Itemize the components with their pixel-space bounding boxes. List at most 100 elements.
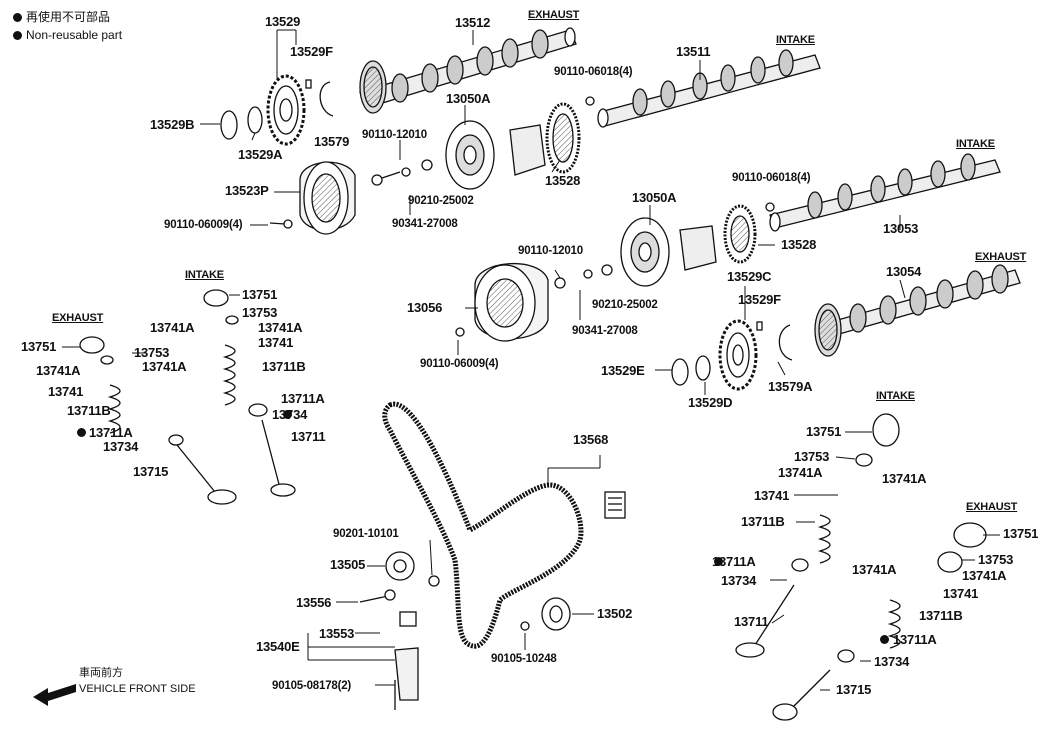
sprocket-13529C: [718, 319, 758, 391]
valve-assembly-left-intake: [203, 289, 296, 497]
part-label: 13528: [545, 173, 581, 188]
part-label: 13715: [836, 682, 872, 697]
snap-ring-13529E: [671, 358, 689, 386]
section-label: INTAKE: [956, 138, 995, 150]
section-label: INTAKE: [876, 390, 915, 402]
tag-13568: [604, 491, 626, 519]
non-reusable-dot-icon: [77, 428, 86, 437]
washer-90210-top: [421, 159, 433, 171]
part-label: 13568: [573, 432, 609, 447]
part-label: 90110-06018(4): [732, 172, 811, 184]
nut-90201-10101: [428, 575, 440, 587]
part-label: 13529A: [238, 147, 283, 162]
part-label: 90105-10248: [491, 653, 557, 665]
part-label: 13711A: [281, 391, 325, 406]
part-label: 13741A: [36, 363, 81, 378]
part-label: 13734: [874, 654, 910, 669]
snap-ring-13579A: [778, 324, 793, 361]
part-label: 13711A: [712, 554, 756, 569]
part-label: 13751: [21, 339, 57, 354]
bolt-90110-12010-top: [371, 171, 401, 186]
part-label: 13753: [134, 345, 170, 360]
legend-en-text: Non-reusable part: [26, 28, 123, 42]
part-label: 13751: [242, 287, 278, 302]
part-label: 13553: [319, 626, 355, 641]
part-label: 90110-06018(4): [554, 66, 633, 78]
part-label: 90210-25002: [592, 299, 658, 311]
part-label: 13741: [754, 488, 790, 503]
damper-13502: [541, 597, 571, 631]
part-label: 13751: [1003, 526, 1039, 541]
vvt-unit-13050A-mid: [620, 217, 717, 287]
part-label: 13050A: [446, 91, 491, 106]
part-label: 90110-06009(4): [420, 358, 499, 370]
exhaust-camshaft-13054: [814, 264, 1021, 357]
sprocket-13529: [266, 74, 306, 146]
part-label: 13529F: [738, 292, 781, 307]
bolt-90110-06018-top: [585, 96, 595, 106]
part-label: 13741A: [962, 568, 1007, 583]
non-reusable-dot-icon: [13, 13, 22, 22]
part-label: 13529C: [727, 269, 772, 284]
part-label: 13741: [48, 384, 84, 399]
part-label: 13050A: [632, 190, 677, 205]
snap-ring-13579: [319, 81, 334, 117]
part-label: 13715: [133, 464, 169, 479]
part-label: 13753: [242, 305, 278, 320]
timing-chain-13568: [382, 401, 584, 649]
vehicle-front-jp: 車両前方: [79, 667, 123, 679]
part-label: 90110-12010: [362, 129, 427, 141]
tensioner-13540E: [394, 611, 419, 710]
gear-13528-top: [545, 102, 581, 174]
part-label: 13711B: [919, 608, 963, 623]
part-label: 13529: [265, 14, 301, 29]
part-label: 13741A: [150, 320, 195, 335]
part-label: 13528: [781, 237, 817, 252]
non-reusable-dot-icon: [283, 410, 292, 419]
part-label: 13579A: [768, 379, 813, 394]
part-label: 13741A: [882, 471, 927, 486]
part-label: 13054: [886, 264, 922, 279]
part-label: 90105-08178(2): [272, 680, 352, 692]
washer-13529D: [695, 355, 711, 381]
part-label: 13711B: [741, 514, 785, 529]
bolt-90110-06018-right: [765, 202, 775, 212]
washer-90341-mid: [583, 269, 593, 279]
intake-camshaft-13511: [597, 49, 821, 128]
part-label: 90341-27008: [392, 218, 458, 230]
part-label: 13540E: [256, 639, 300, 654]
bolt-13556: [359, 589, 396, 603]
part-label: 90110-12010: [518, 245, 583, 257]
part-label: 13579: [314, 134, 350, 149]
gear-13528-mid: [723, 204, 757, 264]
vehicle-front-arrow: [33, 684, 76, 706]
part-label: 13505: [330, 557, 366, 572]
part-label: 13711: [291, 429, 326, 444]
housing-13523P: [299, 161, 356, 235]
legend-jp: 再使用不可部品: [13, 10, 110, 24]
bolt-90105-10248: [520, 621, 530, 631]
non-reusable-dot-icon: [880, 635, 889, 644]
washer-13529A: [247, 106, 263, 134]
part-label: 13711B: [67, 403, 111, 418]
part-label: 13753: [794, 449, 830, 464]
part-label: 13741A: [258, 320, 303, 335]
leader-lines: [62, 29, 1000, 691]
washer-90341-top: [401, 167, 411, 177]
exhaust-camshaft-13512: [359, 27, 577, 114]
vehicle-front-en: VEHICLE FRONT SIDE: [79, 683, 196, 695]
part-label: 13734: [721, 573, 757, 588]
non-reusable-dot-icon: [13, 31, 22, 40]
part-label: 13512: [455, 15, 491, 30]
part-label: 13529F: [290, 44, 333, 59]
part-label: 13711A: [89, 425, 133, 440]
section-label: EXHAUST: [966, 501, 1018, 513]
part-label: 13502: [597, 606, 633, 621]
part-label: 13741: [258, 335, 294, 350]
part-label: 13734: [103, 439, 139, 454]
part-label: 13741A: [852, 562, 897, 577]
part-label: 13529D: [688, 395, 733, 410]
valve-assembly-left-exhaust: [79, 336, 237, 505]
